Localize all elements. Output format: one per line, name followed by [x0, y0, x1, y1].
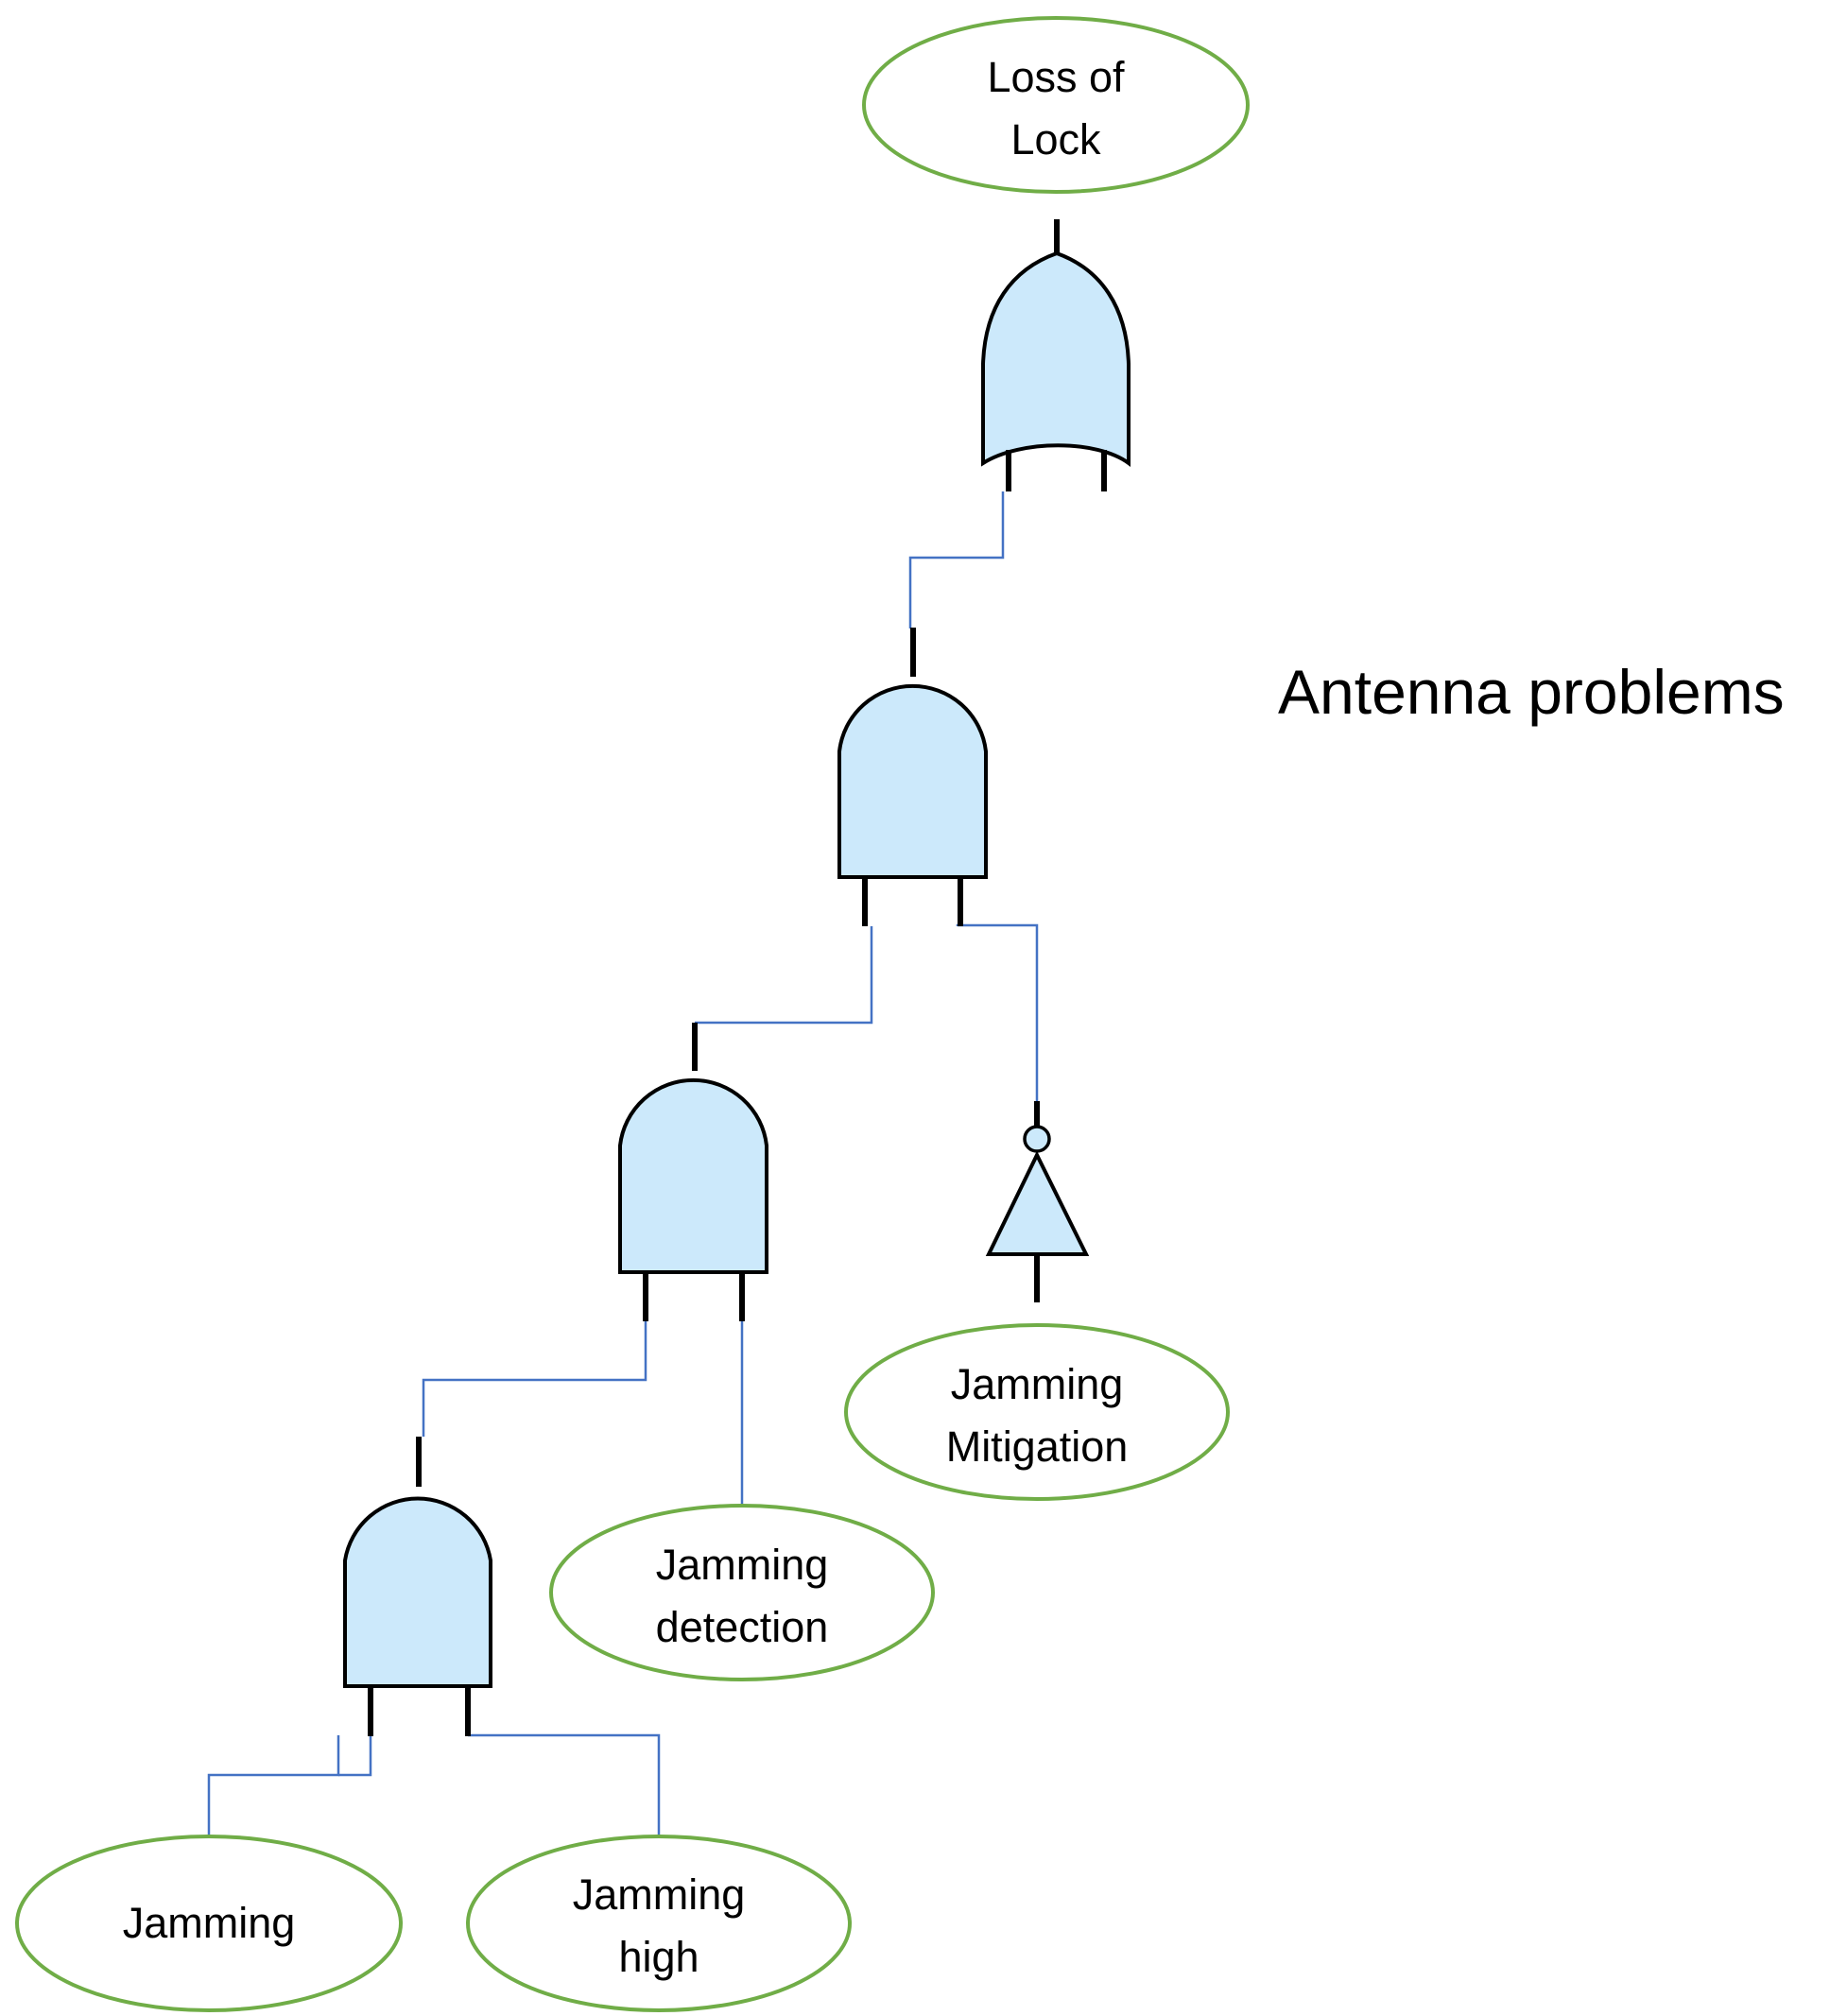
jamming-ellipse: [15, 1835, 403, 2012]
jamming-high-label-line1: Jamming: [573, 1870, 746, 1919]
wire-or-to-and1: [908, 491, 1005, 629]
wire-and3-to-jamming: [338, 1736, 372, 1777]
top-event-ellipse: [862, 16, 1250, 194]
jamming-detection-ellipse: [549, 1504, 935, 1681]
jamming-mitigation-label-line2: Mitigation: [946, 1422, 1129, 1471]
jamming-detection-label-line1: Jamming: [656, 1541, 829, 1589]
and-gate-1: [837, 628, 988, 926]
and-gate-1-body: [837, 683, 988, 879]
or-gate: [981, 219, 1131, 491]
and-gate-3-body: [343, 1496, 492, 1688]
top-event-label-line1: Loss of: [987, 53, 1125, 101]
wire-and1-to-and2: [695, 926, 873, 1025]
jamming-label: Jamming: [123, 1899, 296, 1947]
wire-and1-to-not: [956, 923, 1039, 1101]
or-gate-body: [981, 250, 1131, 467]
jamming-detection-event: Jamming detection: [549, 1504, 935, 1681]
not-gate-body: [985, 1150, 1090, 1256]
jamming-mitigation-event: Jamming Mitigation: [844, 1323, 1230, 1501]
and-gate-2-body: [618, 1077, 768, 1274]
top-event: Loss of Lock: [862, 16, 1250, 194]
jamming-high-event: Jamming high: [466, 1835, 852, 2012]
wire-and3-to-jamming-high: [468, 1733, 661, 1836]
jamming-high-ellipse: [466, 1835, 852, 2012]
not-gate: [985, 1101, 1090, 1302]
and-gate-2: [618, 1023, 768, 1321]
jamming-high-label-line2: high: [618, 1933, 699, 1981]
jamming-mitigation-ellipse: [844, 1323, 1230, 1501]
jamming-mitigation-label-line1: Jamming: [951, 1360, 1124, 1408]
wire-and3-to-jamming-b: [207, 1735, 340, 1836]
not-gate-bubble: [1023, 1125, 1051, 1153]
jamming-detection-label-line2: detection: [656, 1603, 829, 1651]
wire-and2-to-and3: [422, 1321, 647, 1437]
and-gate-3: [343, 1437, 492, 1736]
diagram-title: Antenna problems: [1278, 657, 1785, 727]
jamming-event: Jamming: [15, 1835, 403, 2012]
top-event-label-line2: Lock: [1010, 115, 1101, 164]
